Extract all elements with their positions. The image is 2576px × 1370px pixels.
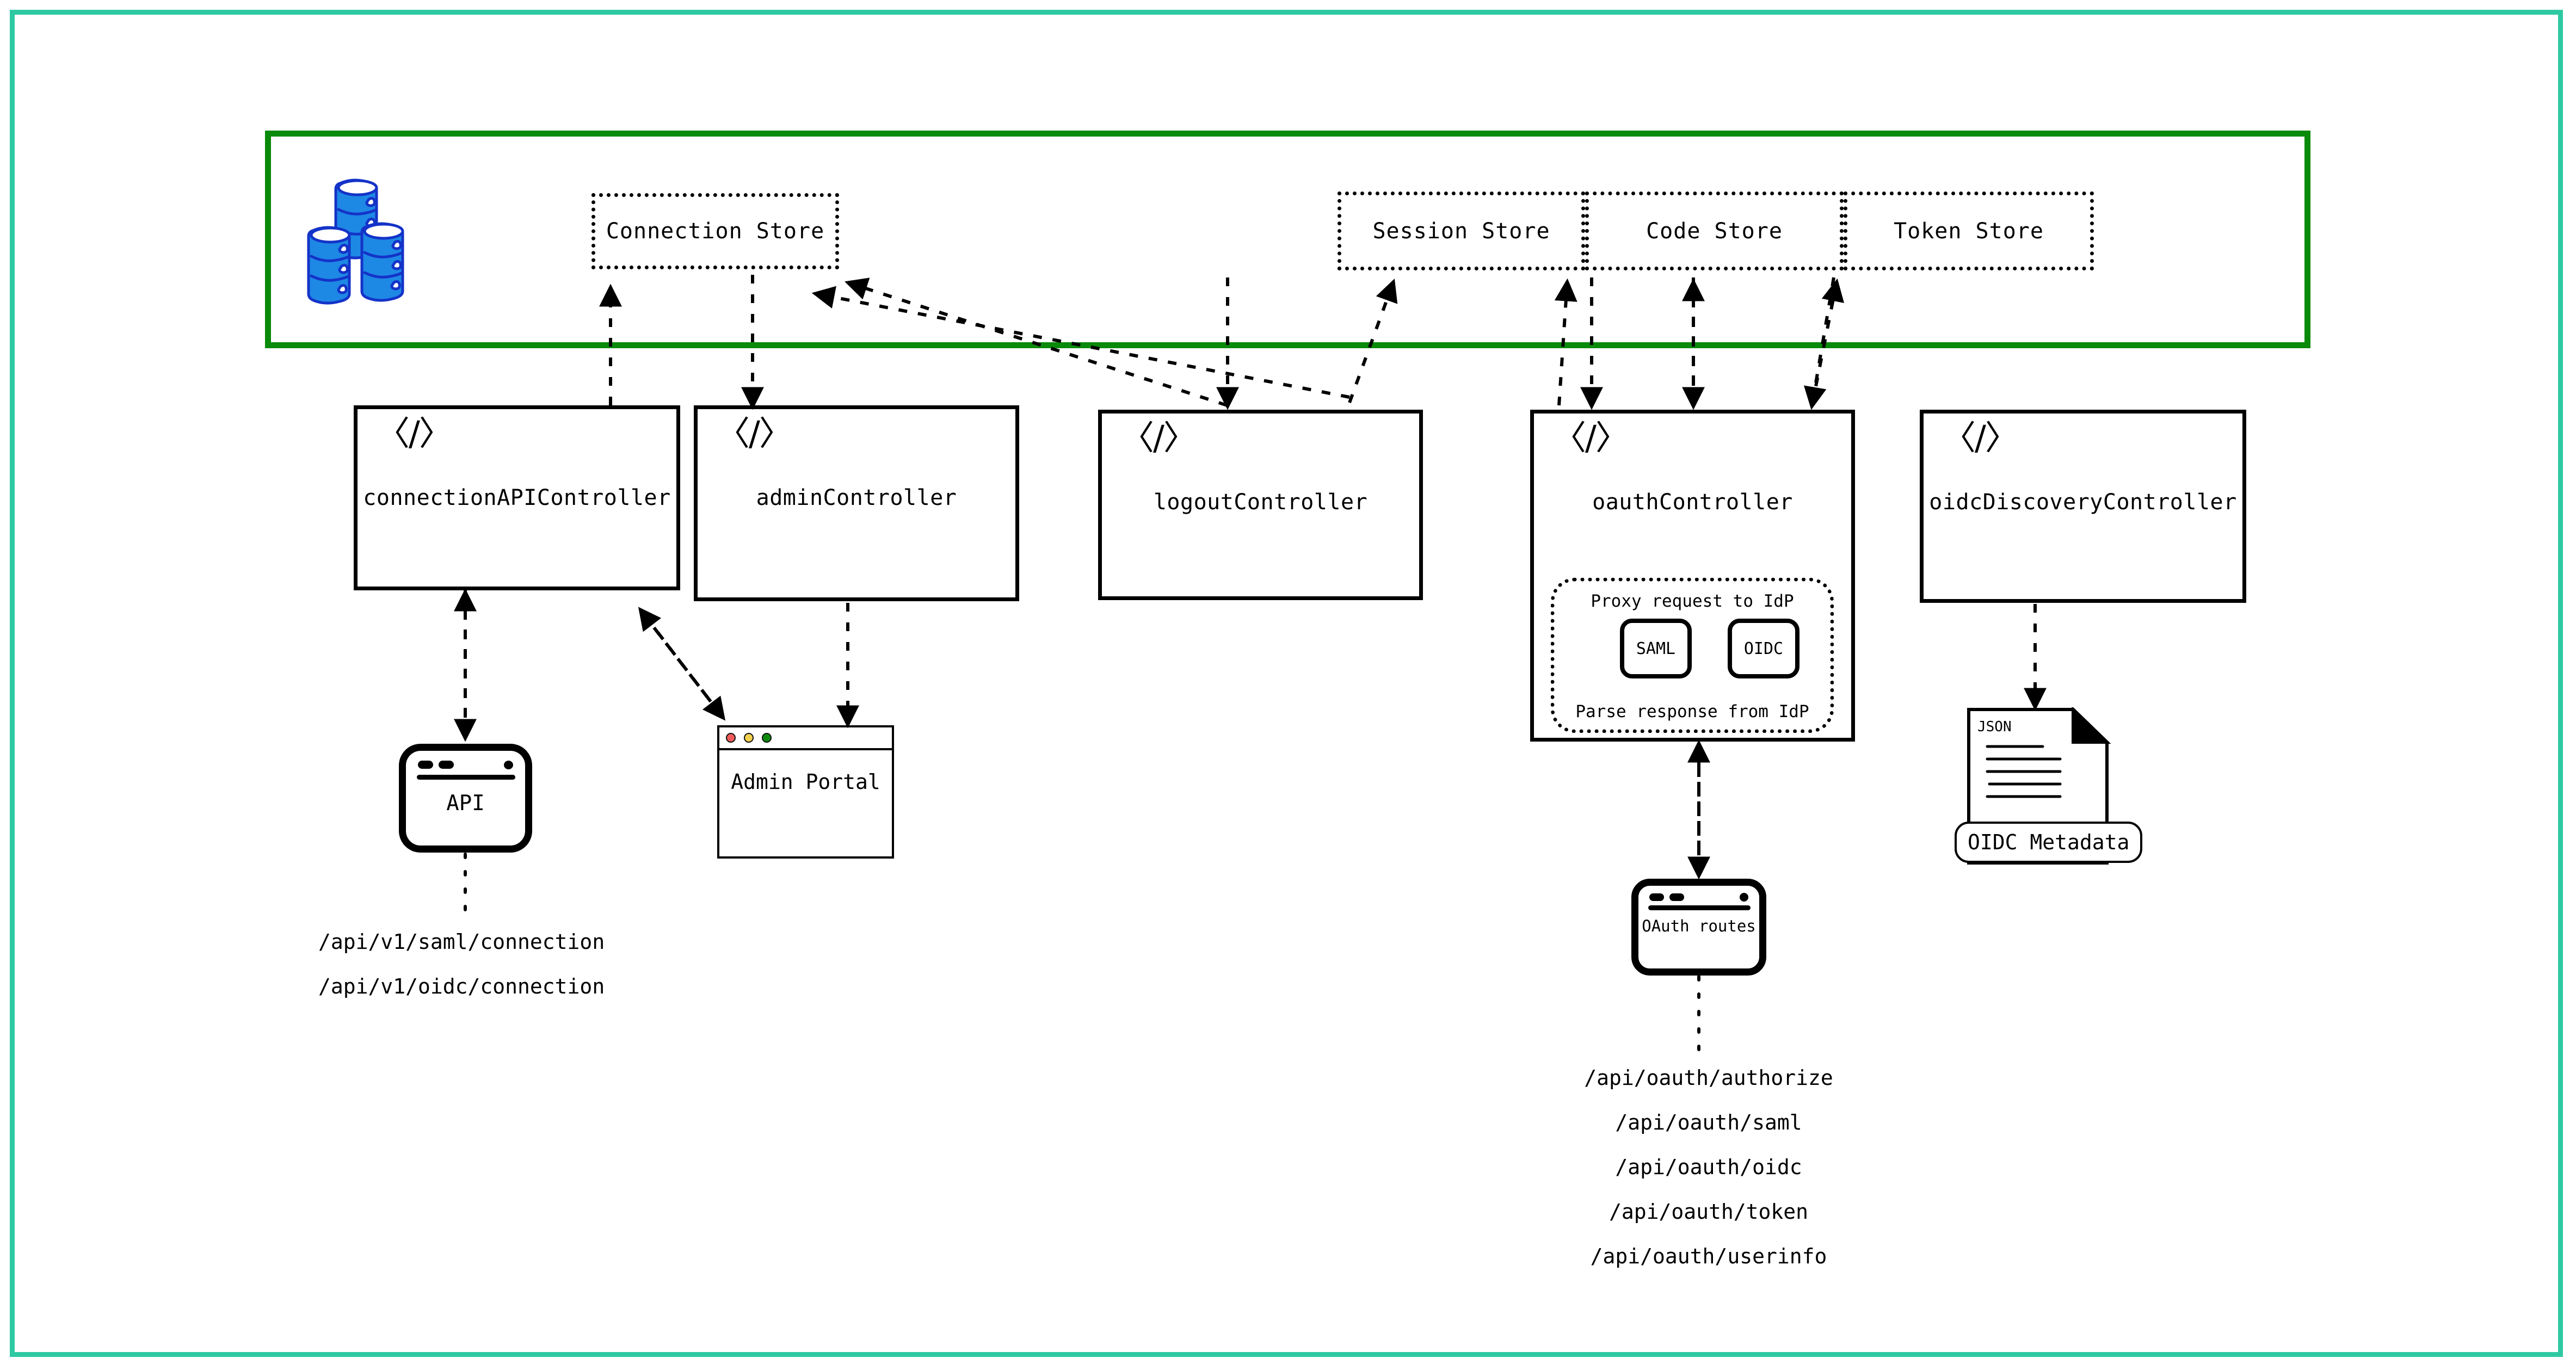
controller-logout[interactable]: 〈/〉 logoutController (1098, 410, 1423, 600)
device-dot-icon (418, 761, 433, 769)
minimize-icon[interactable] (744, 733, 754, 743)
oidc-metadata-text: OIDC Metadata (1968, 830, 2130, 854)
endpoint-item: /api/oauth/oidc (1615, 1155, 1802, 1179)
outer-frame (10, 10, 2563, 1357)
admin-portal-window[interactable]: Admin Portal (717, 725, 894, 859)
device-dot-icon (504, 761, 513, 769)
device-dot-icon (1649, 893, 1664, 901)
endpoint-item: /api/oauth/token (1609, 1200, 1809, 1224)
protocol-label: SAML (1636, 639, 1676, 658)
controller-label: adminController (756, 485, 957, 510)
window-titlebar (719, 727, 892, 750)
store-code[interactable]: Code Store (1585, 192, 1844, 270)
endpoint-item: /api/oauth/userinfo (1590, 1244, 1827, 1268)
oauth-routes-label: OAuth routes (1642, 917, 1756, 935)
oidc-metadata-label: OIDC Metadata (1955, 822, 2143, 863)
close-icon[interactable] (726, 733, 736, 743)
device-bar-icon (1648, 905, 1751, 910)
protocol-chip-saml[interactable]: SAML (1620, 619, 1692, 678)
store-connection[interactable]: Connection Store (591, 193, 839, 269)
store-label: Code Store (1646, 218, 1783, 244)
endpoint-item: /api/oauth/authorize (1584, 1066, 1833, 1090)
idp-parse-response-label: Parse response from IdP (1575, 702, 1809, 721)
code-tag-icon: 〈/〉 (376, 414, 453, 453)
controller-oidc-discovery[interactable]: 〈/〉 oidcDiscoveryController (1920, 410, 2246, 603)
api-device-icon[interactable]: API (399, 744, 532, 853)
controller-connection-api[interactable]: 〈/〉 connectionAPIController (354, 405, 680, 590)
store-token[interactable]: Token Store (1844, 192, 2094, 270)
controller-label: connectionAPIController (363, 485, 671, 510)
idp-proxy-request-label: Proxy request to IdP (1591, 591, 1794, 611)
controller-label: oauthController (1592, 490, 1793, 515)
controller-admin[interactable]: 〈/〉 adminController (694, 405, 1019, 601)
protocol-label: OIDC (1743, 639, 1784, 658)
endpoint-item: /api/v1/saml/connection (318, 930, 605, 954)
code-tag-icon: 〈/〉 (1942, 418, 2019, 458)
code-tag-icon: 〈/〉 (1120, 418, 1197, 458)
oauth-endpoints-list: /api/oauth/authorize /api/oauth/saml /ap… (1581, 1056, 1837, 1279)
controller-label: logoutController (1153, 490, 1368, 515)
admin-portal-label: Admin Portal (731, 770, 880, 794)
device-dot-icon (1740, 893, 1748, 902)
oauth-routes-device-icon[interactable]: OAuth routes (1631, 879, 1766, 976)
device-bar-icon (417, 775, 515, 780)
controller-label: oidcDiscoveryController (1929, 490, 2237, 515)
idp-proxy-panel: Proxy request to IdP SAML OIDC Parse res… (1551, 578, 1834, 733)
store-label: Connection Store (606, 219, 825, 244)
api-label: API (446, 791, 485, 816)
endpoint-item: /api/oauth/saml (1615, 1110, 1802, 1134)
store-label: Session Store (1372, 218, 1550, 244)
device-dot-icon (1669, 893, 1684, 901)
svg-text:JSON: JSON (1977, 719, 2012, 735)
code-tag-icon: 〈/〉 (1552, 418, 1629, 458)
device-dot-icon (439, 761, 454, 769)
maximize-icon[interactable] (762, 733, 772, 743)
code-tag-icon: 〈/〉 (716, 414, 793, 453)
protocol-chip-oidc[interactable]: OIDC (1728, 619, 1799, 678)
endpoint-item: /api/v1/oidc/connection (318, 974, 605, 998)
store-session[interactable]: Session Store (1338, 192, 1585, 270)
database-cylinders-icon (305, 163, 435, 305)
store-label: Token Store (1894, 218, 2044, 244)
connection-endpoints-list: /api/v1/saml/connection /api/v1/oidc/con… (318, 919, 605, 1009)
